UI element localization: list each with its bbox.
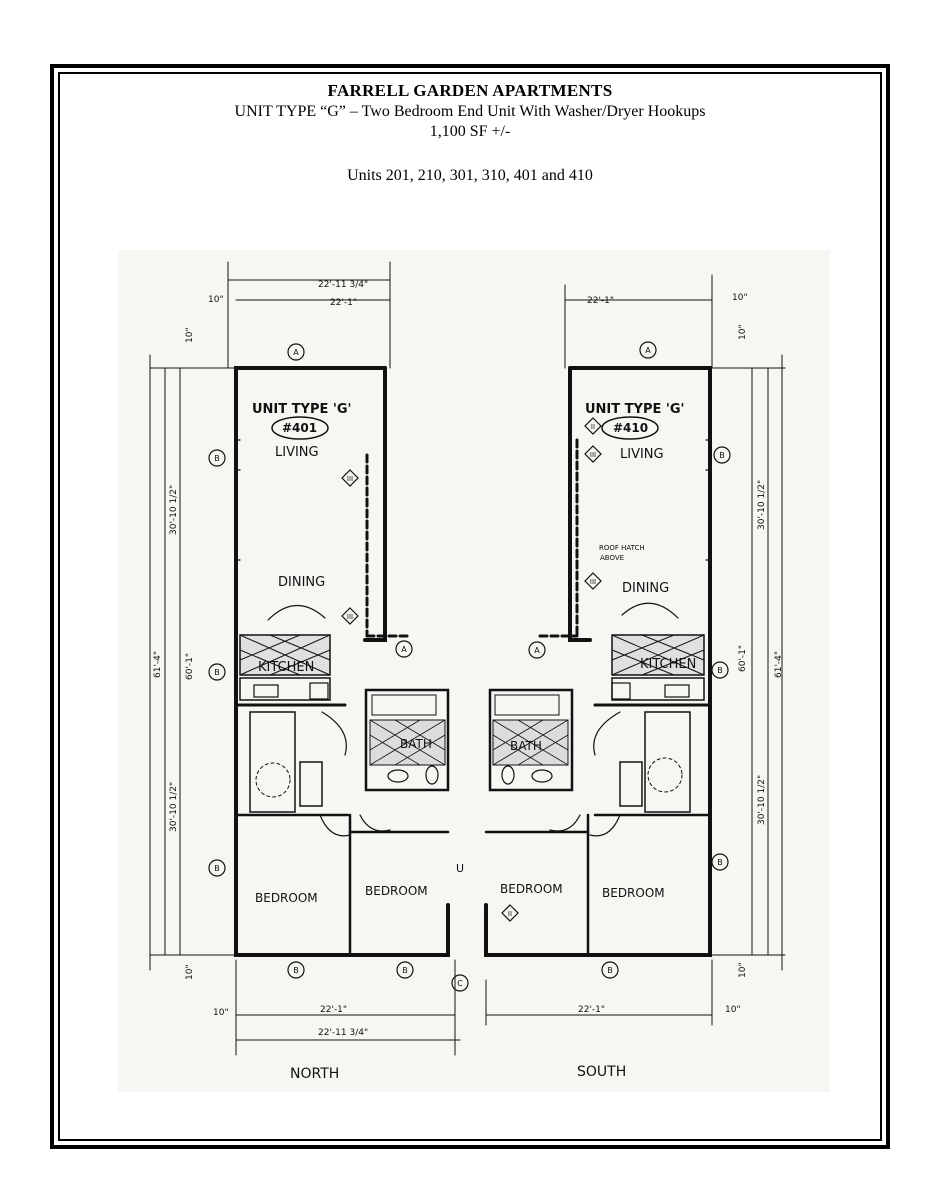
north-bath-label: BATH: [400, 737, 432, 751]
north-dim-lower-height: 30'-10 1/2": [169, 782, 179, 832]
north-dim-bottom-inner: 22'-1": [320, 1005, 347, 1015]
north-dining-label: DINING: [278, 575, 325, 590]
unit-list: Units 201, 210, 301, 310, 401 and 410: [347, 167, 593, 184]
unit-type-subtitle: UNIT TYPE “G” – Two Bedroom End Unit Wit…: [234, 103, 706, 120]
section-marker-labels: III III II II III III: [347, 423, 596, 918]
south-dim-top-right: 10": [732, 293, 748, 303]
grid-marker-letters: A A B B B B B B B B B C A A: [214, 346, 725, 988]
svg-text:B: B: [717, 666, 723, 675]
document-header: FARRELL GARDEN APARTMENTS UNIT TYPE “G” …: [58, 80, 882, 186]
svg-text:C: C: [457, 979, 463, 988]
north-unit-number: #401: [282, 421, 317, 435]
south-dim-bottom-inner: 22'-1": [578, 1005, 605, 1015]
roof-hatch-line-2: ABOVE: [600, 554, 624, 562]
north-unit-label: UNIT TYPE 'G': [252, 402, 352, 417]
north-kitchen-label: KITCHEN: [258, 660, 314, 675]
page-border-outer: [50, 64, 890, 1149]
south-kitchen-label: KITCHEN: [640, 657, 696, 672]
roof-hatch-line-1: ROOF HATCH: [599, 544, 645, 552]
north-dim-bottom-outer: 22'-11 3/4": [318, 1028, 368, 1038]
south-orientation-label: SOUTH: [577, 1064, 626, 1080]
south-dim-bottom-right: 10": [738, 962, 748, 978]
svg-text:II: II: [508, 910, 512, 918]
south-unit-number: #410: [613, 421, 648, 435]
north-dim-top-outer: 22'-11 3/4": [318, 280, 368, 290]
svg-text:B: B: [402, 966, 408, 975]
svg-text:B: B: [214, 864, 220, 873]
svg-text:B: B: [293, 966, 299, 975]
svg-text:B: B: [719, 451, 725, 460]
svg-text:III: III: [347, 475, 353, 483]
svg-text:A: A: [534, 646, 540, 655]
page-border-inner: [58, 72, 882, 1141]
grid-markers: [208, 341, 731, 992]
unit-area: 1,100 SF +/-: [429, 123, 511, 140]
north-living-label: LIVING: [275, 445, 319, 460]
south-unit-number-oval: [601, 416, 659, 440]
svg-text:B: B: [717, 858, 723, 867]
south-dim-lower-height: 30'-10 1/2": [757, 775, 767, 825]
svg-text:III: III: [590, 451, 596, 459]
south-bath-label: BATH: [510, 739, 542, 753]
north-dim-bottom-left: 10": [185, 964, 195, 980]
south-bedroom-a-label: BEDROOM: [500, 882, 563, 896]
north-dim-upper-height: 30'-10 1/2": [169, 485, 179, 535]
svg-text:II: II: [591, 423, 595, 431]
south-dim-right-top: 10": [738, 324, 748, 340]
south-dining-label: DINING: [622, 581, 669, 596]
svg-text:A: A: [401, 645, 407, 654]
svg-text:A: A: [293, 348, 299, 357]
south-living-label: LIVING: [620, 447, 664, 462]
south-unit-label: UNIT TYPE 'G': [585, 402, 685, 417]
north-bedroom-a-label: BEDROOM: [255, 891, 318, 905]
north-dim-top-left: 10": [208, 295, 224, 305]
north-dim-top-inner: 22'-1": [330, 298, 357, 308]
north-bedroom-b-label: BEDROOM: [365, 884, 428, 898]
north-unit-plan: [149, 261, 461, 1056]
svg-text:III: III: [590, 578, 596, 586]
svg-text:A: A: [645, 346, 651, 355]
south-dim-upper-height: 30'-10 1/2": [757, 480, 767, 530]
south-dim-total-height: 61'-4": [774, 651, 784, 678]
svg-text:B: B: [607, 966, 613, 975]
north-unit-number-oval: [271, 416, 329, 440]
north-dim-left-top: 10": [185, 327, 195, 343]
document-title: FARRELL GARDEN APARTMENTS: [327, 81, 613, 100]
south-dim-top-inner: 22'-1": [587, 296, 614, 306]
north-orientation-label: NORTH: [290, 1066, 339, 1082]
south-bath: [488, 688, 574, 792]
svg-text:III: III: [347, 613, 353, 621]
south-unit-plan: [484, 274, 786, 1026]
north-dim-bottom-side: 10": [213, 1008, 229, 1018]
center-marker-u: U: [456, 862, 464, 875]
north-dim-mid-height: 60'-1": [185, 653, 195, 680]
south-dim-mid-height: 60'-1": [738, 645, 748, 672]
section-markers: [341, 417, 602, 922]
north-dim-total-height: 61'-4": [153, 651, 163, 678]
south-dim-bottom-side: 10": [725, 1005, 741, 1015]
svg-text:B: B: [214, 454, 220, 463]
south-bedroom-b-label: BEDROOM: [602, 886, 665, 900]
svg-text:B: B: [214, 668, 220, 677]
north-bath: [364, 688, 450, 792]
